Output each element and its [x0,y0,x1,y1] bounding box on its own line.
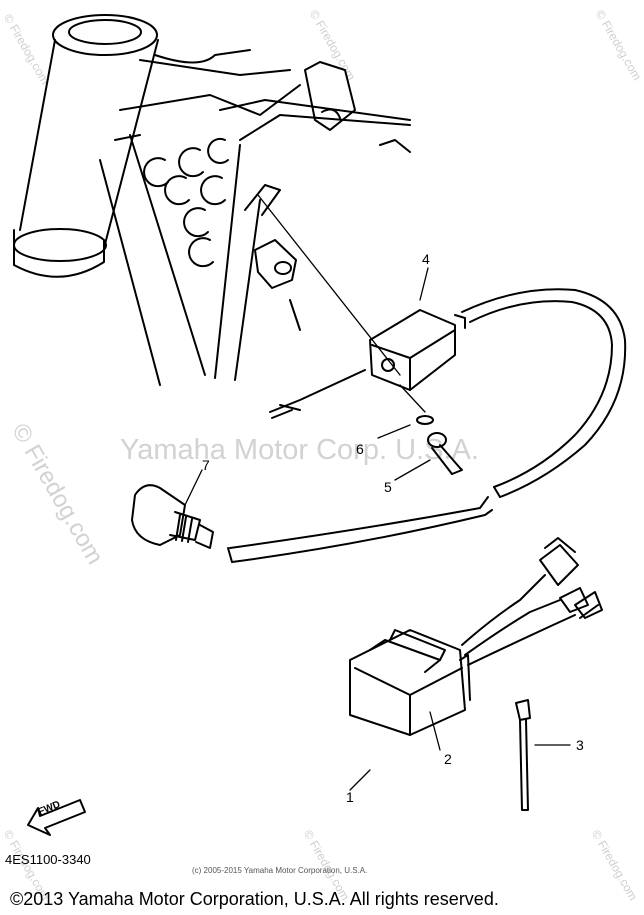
copyright-notice: ©2013 Yamaha Motor Corporation, U.S.A. A… [10,889,499,909]
frame-gusset [99,49,411,386]
frame-holes [143,137,229,268]
cdi-unit [349,629,471,736]
ignition-coil [269,309,466,419]
cable-tie [515,699,531,811]
leader-lines [184,194,571,791]
callout-2: 2 [444,751,452,767]
ht-lead [227,288,627,563]
part-code: 4ES1100-3340 [5,852,91,867]
spark-plug-cap [131,484,214,549]
callout-1: 1 [346,789,354,805]
callout-6: 6 [356,441,364,457]
frame-head-tube [13,14,159,278]
callout-4: 4 [422,251,430,267]
washer [416,415,434,425]
callout-7: 7 [202,457,210,473]
fine-print: (c) 2005-2015 Yamaha Motor Corporation, … [192,866,368,875]
fwd-arrow-icon [27,799,86,836]
watermark-center: Yamaha Motor Corp. U.S.A. [120,434,479,466]
cdi-harness [461,537,603,666]
callout-5: 5 [384,479,392,495]
screw [427,432,463,475]
frame-brackets [244,61,411,289]
callout-3: 3 [576,737,584,753]
